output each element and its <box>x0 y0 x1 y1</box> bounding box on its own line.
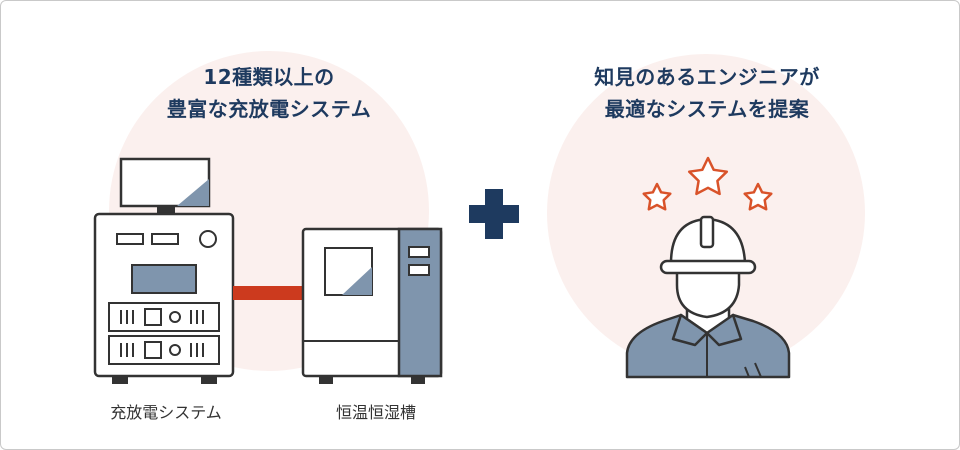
plus-icon <box>469 189 519 239</box>
caption-environmental-chamber: 恒温恒湿槽 <box>335 403 416 422</box>
monitor-icon <box>119 157 211 214</box>
connector-cable <box>233 286 303 300</box>
right-heading-line1: 知見のあるエンジニアが <box>594 65 820 89</box>
system-cabinet <box>93 212 235 384</box>
star-icon <box>642 182 672 211</box>
star-icon <box>687 156 729 196</box>
right-heading: 知見のあるエンジニアが 最適なシステムを提案 <box>557 61 857 125</box>
caption-charge-discharge-system: 充放電システム <box>110 403 222 422</box>
environmental-chamber <box>301 227 443 384</box>
star-icon <box>743 182 773 211</box>
left-heading-line2: 豊富な充放電システム <box>166 97 372 121</box>
right-heading-line2: 最適なシステムを提案 <box>604 97 810 121</box>
left-heading: 12種類以上の 豊富な充放電システム <box>119 61 419 125</box>
left-heading-line1: 12種類以上の <box>203 65 335 89</box>
